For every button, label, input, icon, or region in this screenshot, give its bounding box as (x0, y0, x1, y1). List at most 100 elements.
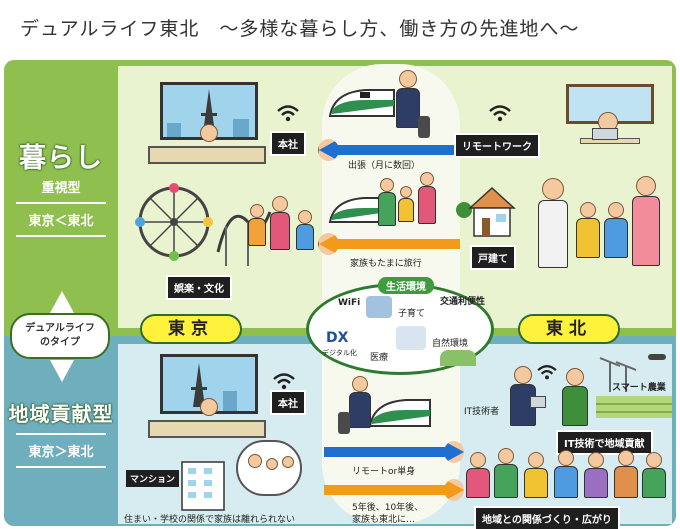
person-head (470, 452, 486, 468)
person-body (642, 468, 666, 498)
person-head (618, 450, 634, 466)
wifi-icon (277, 105, 299, 122)
lifestyle-type-block: 暮らし 重視型 東京＜東北 (8, 136, 114, 243)
tokyo-family-figure (246, 196, 320, 266)
child-body (296, 224, 314, 250)
suitcase-icon (418, 116, 430, 138)
lifestyle-main-label: 暮らし (19, 143, 103, 174)
mother-body (270, 212, 290, 250)
medical-icon (396, 326, 426, 350)
tokyo-tower-icon (167, 89, 249, 137)
engineer-body (510, 384, 536, 426)
community-group-figure (462, 448, 672, 504)
tohoku-family-figure (530, 172, 670, 300)
mansion-tag: マンション (126, 470, 180, 487)
honsha-bottom-tag: 本社 (270, 390, 306, 415)
living-environment-title: 生活環境 (378, 277, 434, 294)
arrow-up-icon (50, 291, 74, 313)
businessman-figure (390, 70, 430, 148)
shinkansen-icon (328, 89, 395, 117)
mother-head (636, 176, 656, 196)
childcare-icon (366, 296, 392, 318)
page-title: デュアルライフ東北 ～多様な暮らし方、働き方の先進地へ～ (20, 18, 580, 40)
wifi-icon (489, 105, 511, 122)
child-head (266, 458, 278, 470)
remote-single-label: リモートor単身 (352, 467, 416, 477)
divider (16, 466, 106, 468)
family-trip-label: 家族もたまに旅行 (350, 259, 422, 269)
business-trip-label: 出張（月に数回） (348, 161, 421, 171)
divider (16, 235, 106, 237)
person-body (494, 464, 518, 498)
mother-head (420, 172, 434, 186)
child-body (248, 218, 266, 246)
desk (148, 420, 266, 438)
child-head (608, 202, 624, 218)
family-bubble (236, 440, 302, 496)
person-body (584, 468, 608, 498)
nature-icon (440, 350, 476, 366)
person-body (524, 468, 548, 498)
single-worker-figure (338, 376, 376, 446)
lifestyle-ratio: 東京＜東北 (28, 214, 94, 229)
worker-head (352, 376, 368, 392)
divider (16, 202, 106, 204)
worker-head (200, 398, 218, 416)
desk (148, 146, 266, 164)
community-tag: 地域との関係づくり・広がり (474, 506, 620, 529)
apartment-icon (181, 461, 225, 511)
worker-head (200, 124, 218, 142)
person-head (498, 448, 514, 464)
mother-head (272, 196, 288, 212)
entertainment-tag: 娯楽・文化 (166, 275, 232, 300)
remote-work-tag: リモートワーク (454, 133, 540, 158)
lifestyle-sub-label: 重視型 (41, 181, 81, 196)
tokyo-tower-icon (191, 363, 237, 411)
person-head (588, 452, 604, 468)
farmer-figure (556, 366, 596, 432)
child-body (604, 218, 628, 258)
child-head (400, 186, 412, 198)
it-engineer-figure (504, 366, 546, 432)
tokyo-office-scene (148, 82, 266, 174)
remote-arrow-right (324, 441, 464, 463)
future-label-line2: 家族も東北に… (352, 515, 416, 525)
detached-house-tag: 戸建て (470, 245, 516, 270)
father-body (378, 192, 396, 226)
farmer-body (562, 386, 588, 426)
farmer-head (566, 368, 584, 386)
businessman-body (396, 88, 420, 128)
tablet-icon (530, 396, 546, 408)
remote-home-scene (560, 84, 660, 168)
person-body (466, 468, 490, 498)
child-body (398, 198, 414, 222)
family-trip-arrow (318, 233, 460, 255)
wifi-icon (273, 373, 295, 390)
env-nature-label: 自然環境 (432, 339, 469, 349)
env-dx-sub-label: デジタル化 (322, 349, 357, 357)
person-head (558, 450, 574, 466)
tohoku-label: 東北 (518, 314, 620, 344)
env-transport-label: 交通利便性 (440, 297, 486, 307)
contribution-ratio: 東京＞東北 (28, 445, 94, 460)
laptop-icon (592, 128, 618, 140)
dual-life-type-label: デュアルライフ のタイプ (10, 313, 110, 359)
tokyo-label: 東京 (140, 314, 242, 344)
house-icon (456, 186, 516, 237)
mother-head (248, 454, 262, 468)
father-body (538, 200, 568, 268)
mother-body (418, 186, 436, 224)
env-childcare-label: 子育て (398, 309, 426, 319)
honsha-top-tag: 本社 (270, 131, 306, 156)
person-head (528, 452, 544, 468)
trip-arrow-left (318, 139, 460, 161)
future-arrow-right (324, 479, 464, 501)
person-body (614, 466, 638, 498)
tokyo-office-scene-bottom (148, 354, 266, 450)
child-head (298, 210, 312, 224)
mother-body (632, 196, 660, 266)
father-head (542, 178, 564, 200)
suitcase-icon (338, 412, 350, 434)
future-label-line1: 5年後、10年後、 (352, 503, 424, 513)
type-label-line2: のタイプ (40, 336, 80, 348)
